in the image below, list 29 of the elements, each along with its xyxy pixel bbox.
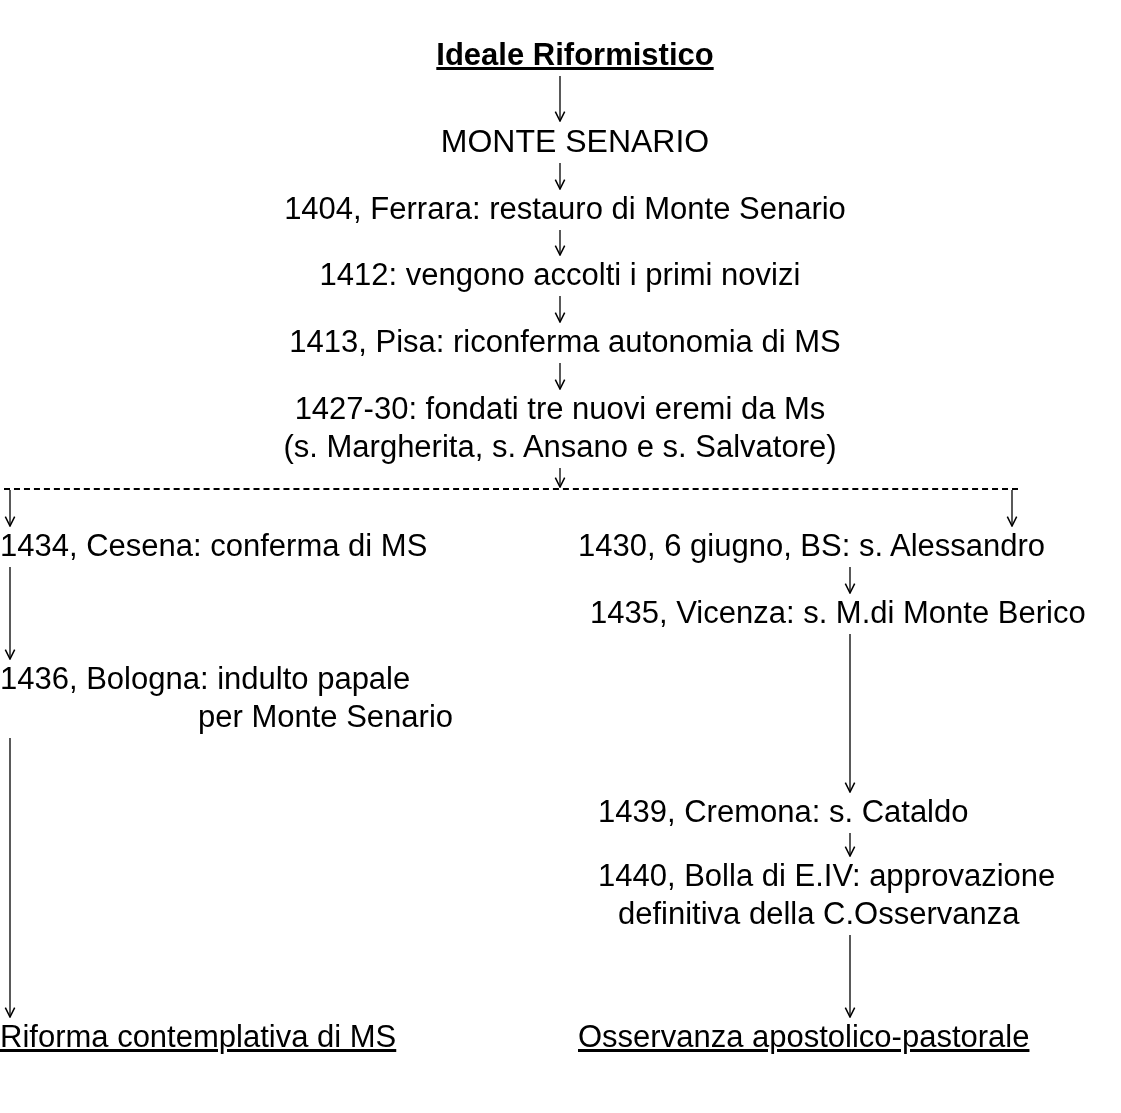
arrow xyxy=(554,229,566,256)
arrow xyxy=(554,295,566,323)
timeline-entry: 1436, Bologna: indulto papale per Monte Senario xyxy=(0,660,454,736)
timeline-entry: 1430, 6 giugno, BS: s. Alessandro xyxy=(578,527,1046,565)
arrow xyxy=(554,362,566,390)
timeline-entry: MONTE SENARIO xyxy=(440,122,710,162)
timeline-entry: 1412: vengono accolti i primi novizi xyxy=(319,256,801,294)
arrow xyxy=(844,934,856,1018)
arrow xyxy=(844,832,856,857)
arrow xyxy=(1006,489,1018,527)
dashed-divider-line xyxy=(4,488,1018,490)
timeline-entry: 1413, Pisa: riconferma autonomia di MS xyxy=(289,323,841,361)
arrow xyxy=(554,75,566,122)
arrow xyxy=(4,566,16,660)
arrow xyxy=(554,467,566,488)
timeline-entry: 1439, Cremona: s. Cataldo xyxy=(598,793,969,831)
arrow xyxy=(4,737,16,1018)
arrow xyxy=(554,162,566,190)
timeline-entry: Osservanza apostolico-pastorale xyxy=(578,1018,1030,1056)
heading: Ideale Riformistico xyxy=(436,36,714,74)
timeline-entry: 1404, Ferrara: restauro di Monte Senario xyxy=(284,190,846,228)
timeline-entry: 1440, Bolla di E.IV: approvazione definitiva della C.Osservanza xyxy=(598,857,1056,933)
arrow xyxy=(844,633,856,793)
timeline-entry: 1434, Cesena: conferma di MS xyxy=(0,527,428,565)
arrow xyxy=(4,489,16,527)
timeline-entry: Riforma contemplativa di MS xyxy=(0,1018,397,1056)
timeline-entry: 1427-30: fondati tre nuovi eremi da Ms (s. Margherita, s. Ansano e s. Salvatore) xyxy=(283,390,837,466)
timeline-entry: 1435, Vicenza: s. M.di Monte Berico xyxy=(590,594,1086,632)
arrow xyxy=(844,566,856,594)
